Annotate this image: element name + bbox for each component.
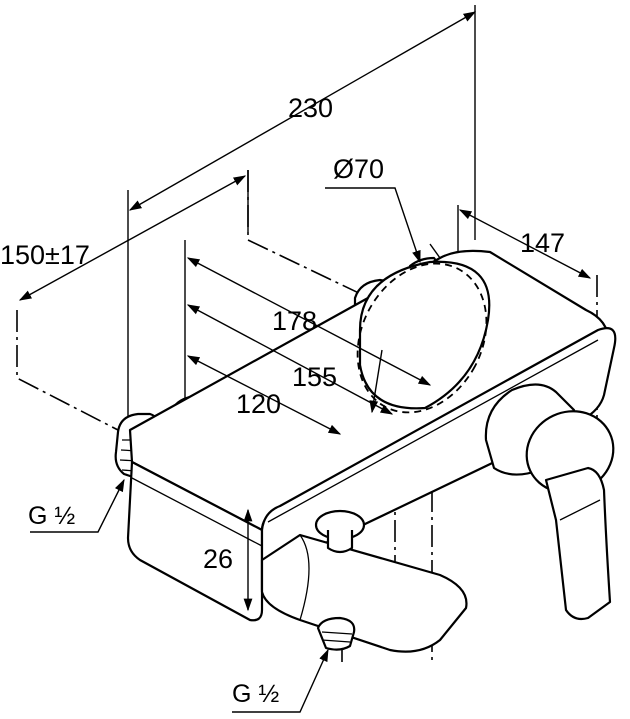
mixer-body	[114, 249, 617, 653]
thread-leader-bottom	[232, 648, 329, 713]
dim-70-text: Ø70	[333, 154, 384, 184]
dim-70-leader-2	[369, 349, 383, 414]
dimension-texts: 230 Ø70 147 150±17 178 155 120 26 G ½ G …	[0, 93, 565, 708]
dim-120-line	[186, 355, 342, 435]
dim-147-text: 147	[520, 228, 565, 258]
lever-handle	[484, 383, 615, 621]
dim-230-text: 230	[288, 93, 333, 123]
thread-label-left: G ½	[28, 502, 75, 530]
body-front	[126, 460, 264, 622]
dim-150-line	[18, 175, 247, 301]
spout-outlet	[260, 533, 468, 653]
dim-155-text: 155	[292, 362, 337, 392]
dim-70-leader	[325, 187, 421, 264]
thread-leader-left	[30, 478, 125, 533]
dim-147-line	[458, 209, 592, 279]
dim-26-text: 26	[203, 544, 233, 574]
dimension-lines	[18, 11, 592, 713]
dim-178-text: 178	[272, 306, 317, 336]
dim-120-text: 120	[236, 389, 281, 419]
dim-150-text: 150±17	[0, 240, 90, 270]
thread-label-bottom: G ½	[232, 680, 279, 708]
diverter-knob	[314, 509, 366, 554]
